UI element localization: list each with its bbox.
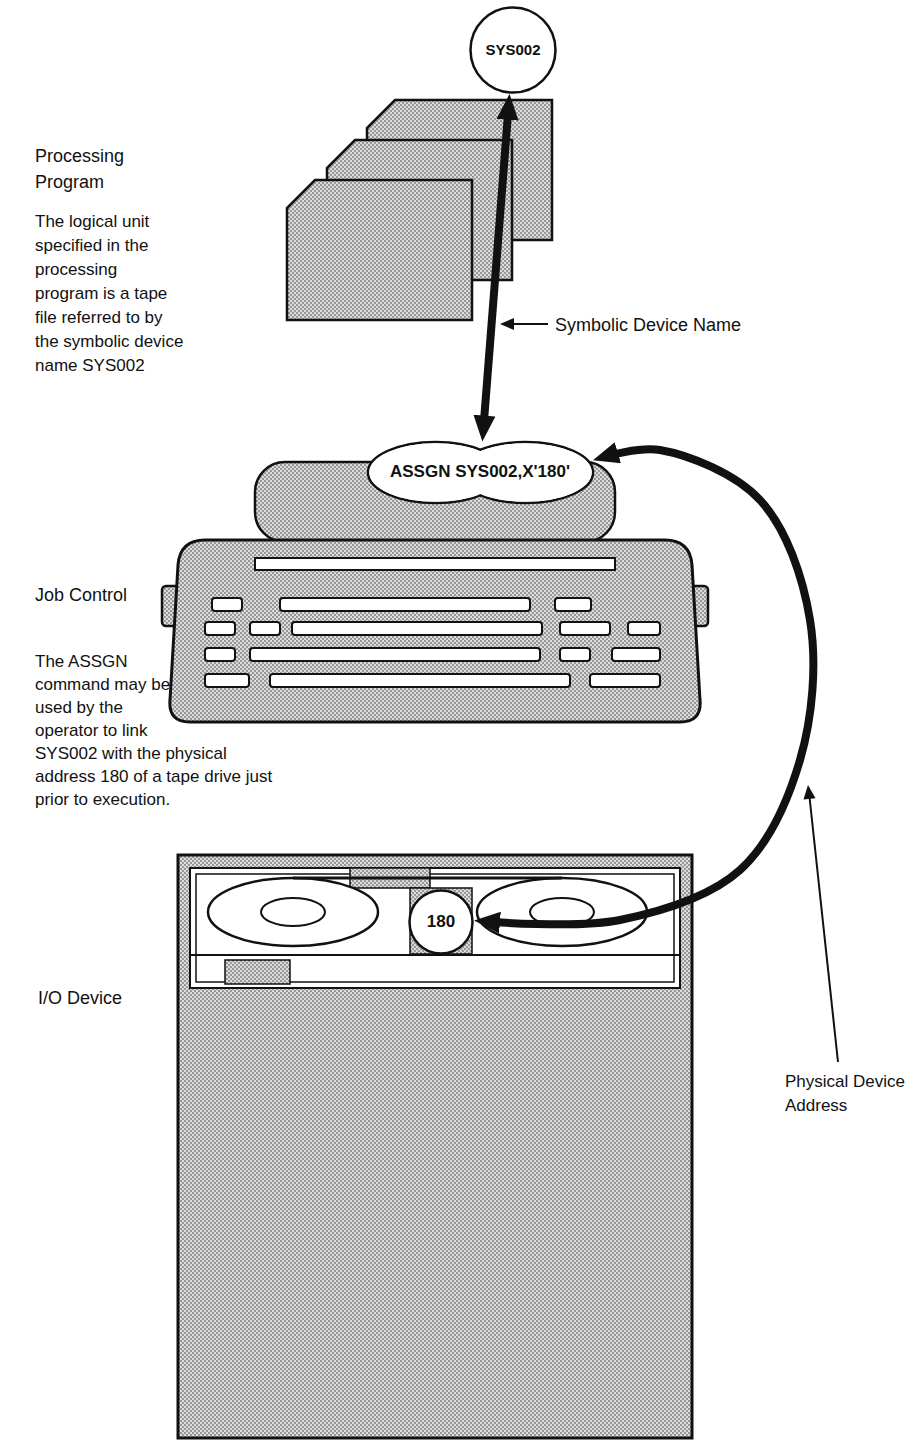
reel-hub	[261, 898, 325, 926]
section-note: The logical unit specified in the proces…	[35, 212, 183, 375]
tape-path	[293, 877, 562, 880]
leader-head	[804, 785, 816, 800]
section-note: The ASSGN command may be used by the ope…	[35, 652, 272, 809]
key	[205, 622, 235, 635]
tape-reel	[208, 878, 378, 946]
keyboard	[205, 598, 660, 687]
key	[560, 622, 610, 635]
leader-head	[500, 318, 514, 330]
section-heading: Job Control	[35, 585, 127, 605]
tape-cabinet	[178, 855, 692, 1438]
device-address-circle: 180	[408, 889, 474, 955]
key	[270, 674, 570, 687]
reel-panel	[190, 868, 680, 988]
connector-callout: Symbolic Device Name	[555, 313, 785, 337]
key	[628, 622, 660, 635]
section-heading-block: I/O Device	[38, 985, 178, 1011]
key	[280, 598, 530, 611]
wrap-spacer	[175, 650, 285, 742]
key	[205, 648, 235, 661]
circle-border	[410, 891, 473, 954]
key	[560, 648, 590, 661]
tape-drive	[178, 855, 692, 1438]
tape-reel	[477, 878, 647, 946]
panel-divider	[190, 954, 680, 956]
console-body	[170, 540, 700, 722]
card	[287, 180, 472, 320]
connector-arrow	[483, 106, 508, 430]
paper-bar	[255, 558, 615, 570]
section-heading-block: Job Control	[35, 582, 145, 608]
key	[590, 674, 660, 687]
command-bubble: ASSGN SYS002,X'180'	[368, 442, 593, 503]
leader-line	[810, 797, 839, 1062]
node-text: SYS002	[485, 41, 540, 59]
connector-callout: Physical Device Address	[785, 1070, 913, 1118]
key	[292, 622, 542, 635]
connector-arrow	[486, 449, 813, 924]
section-note-block: The logical unit specified in the proces…	[35, 210, 185, 378]
leader-arrows	[500, 318, 838, 1062]
key	[250, 622, 280, 635]
leader-line	[512, 323, 548, 325]
circle-border	[471, 8, 556, 93]
key	[205, 674, 249, 687]
section-heading: Processing Program	[35, 146, 124, 192]
key	[612, 648, 660, 661]
control-panel	[225, 960, 290, 984]
key	[212, 598, 242, 611]
tape-head	[410, 888, 472, 954]
key	[250, 648, 540, 661]
device-name-circle: SYS002	[469, 6, 557, 94]
node-text: 180	[427, 912, 455, 932]
program-cards	[287, 100, 552, 320]
section-note-block: The ASSGN command may be used by the ope…	[35, 650, 285, 811]
section-heading-block: Processing Program	[35, 143, 155, 195]
key	[555, 598, 591, 611]
node-text: ASSGN SYS002,X'180'	[390, 462, 570, 482]
section-heading: I/O Device	[38, 988, 122, 1008]
